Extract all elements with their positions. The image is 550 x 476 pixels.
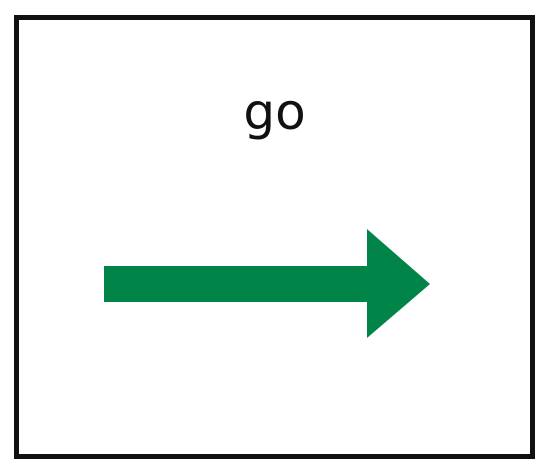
card-label: go	[243, 83, 306, 141]
right-arrow-icon	[104, 229, 430, 338]
symbol-card: go	[14, 15, 535, 459]
